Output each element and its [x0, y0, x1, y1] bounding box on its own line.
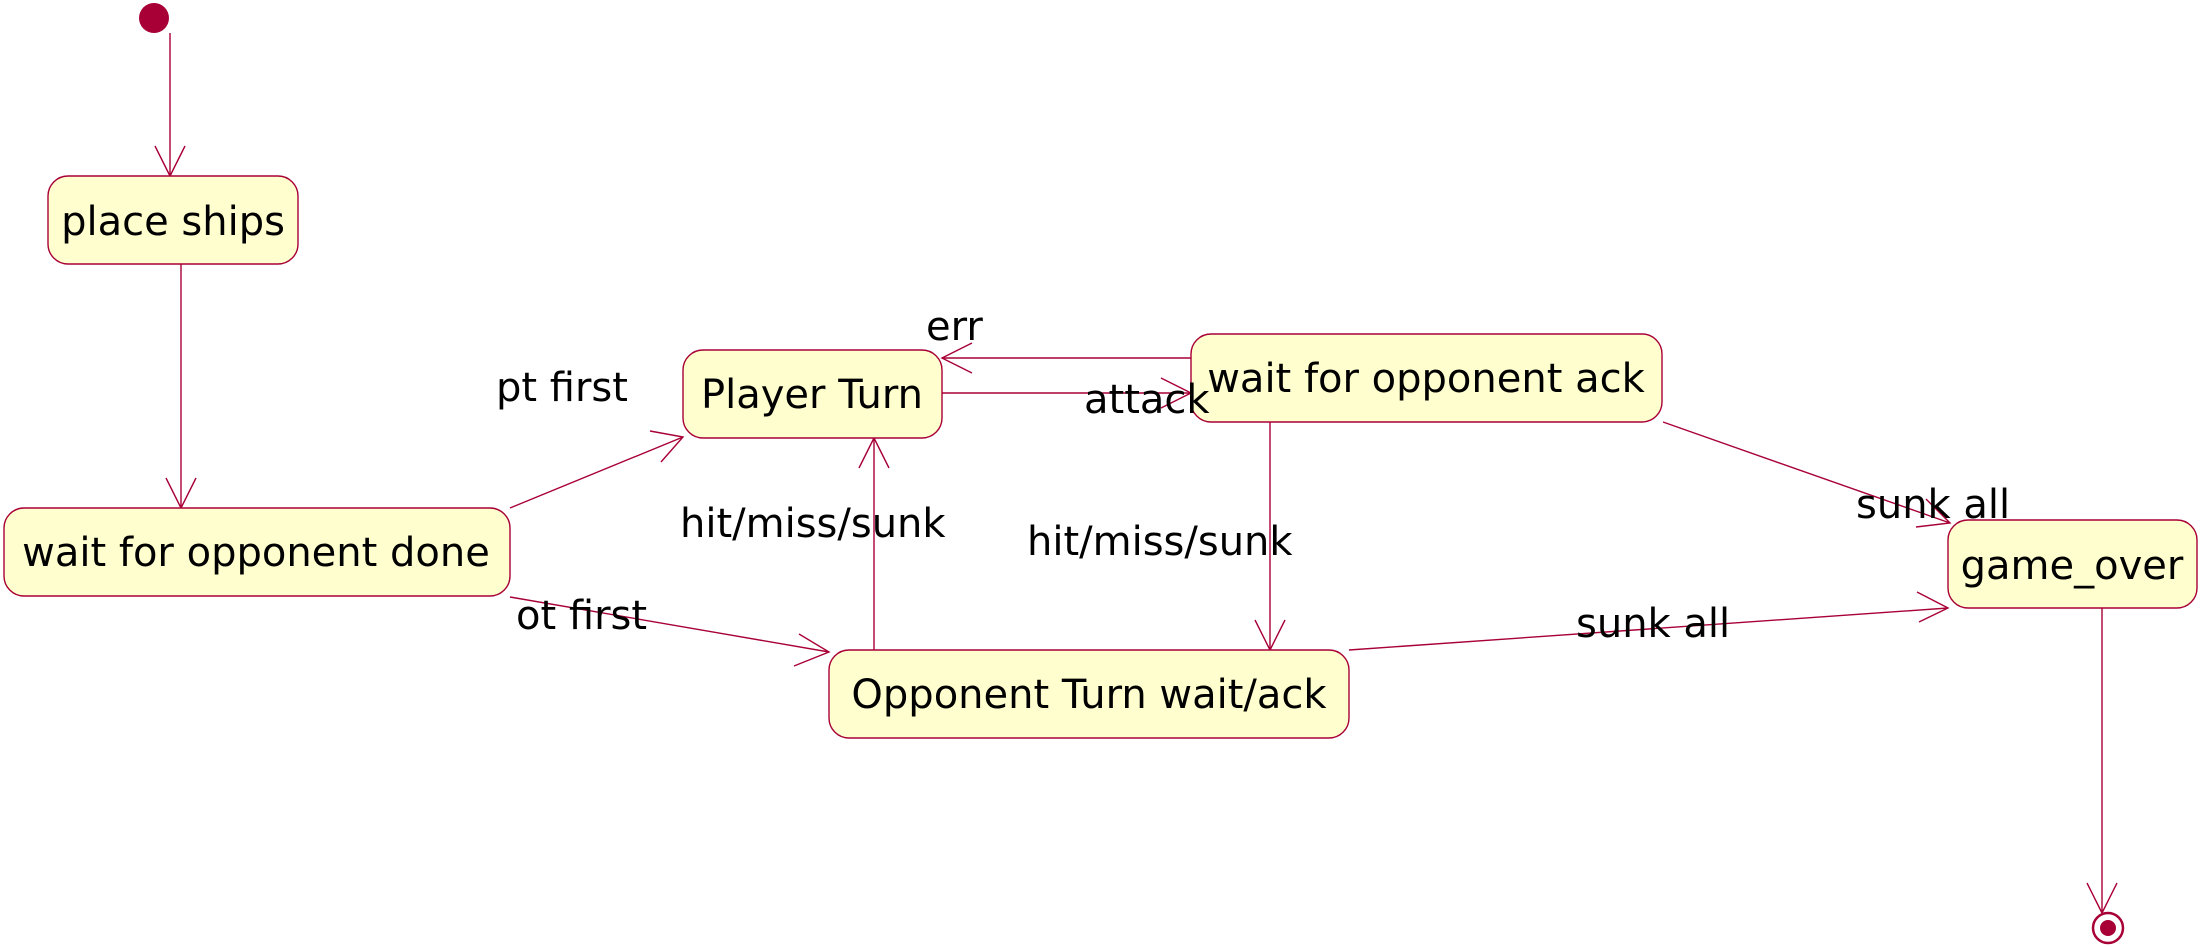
state-label-opponent-turn: Opponent Turn wait/ack	[851, 672, 1327, 718]
edge-label-err: err	[926, 304, 983, 350]
edge-place-ships-to-wait-done	[165, 264, 197, 510]
edge-label-hit-miss-sunk-to-opponent: hit/miss/sunk	[1027, 519, 1293, 565]
state-label-game-over: game_over	[1961, 543, 2184, 589]
edge-label-hit-miss-sunk-to-player: hit/miss/sunk	[680, 501, 946, 547]
final-state-marker	[2091, 911, 2125, 945]
state-opponent-turn: Opponent Turn wait/ack	[828, 649, 1350, 739]
edge-label-pt-first: pt first	[496, 365, 628, 411]
edge-label-attack: attack	[1084, 377, 1210, 423]
edge-opponent-turn-to-game-over	[1348, 591, 1950, 651]
edge-wait-ack-to-game-over	[1662, 421, 1952, 528]
state-label-wait-for-opponent-done: wait for opponent done	[22, 530, 490, 576]
edge-label-sunk-all-from-ack: sunk all	[1856, 482, 2010, 528]
edge-wait-done-to-player-turn	[509, 430, 685, 509]
edge-initial-to-place-ships	[154, 33, 186, 178]
edge-wait-ack-to-player-turn	[940, 342, 1191, 374]
state-wait-for-opponent-ack: wait for opponent ack	[1190, 333, 1663, 423]
edge-label-ot-first: ot first	[516, 593, 647, 639]
state-label-player-turn: Player Turn	[701, 372, 923, 418]
state-label-wait-for-opponent-ack: wait for opponent ack	[1207, 356, 1645, 402]
state-player-turn: Player Turn	[682, 349, 943, 439]
state-wait-for-opponent-done: wait for opponent done	[3, 507, 511, 597]
edge-wait-done-to-opponent-turn	[509, 596, 831, 667]
state-place-ships: place ships	[47, 175, 299, 265]
state-label-place-ships: place ships	[61, 199, 285, 245]
initial-state-marker	[139, 3, 169, 33]
edge-game-over-to-final	[2086, 607, 2118, 915]
edge-label-sunk-all-from-opponent: sunk all	[1576, 601, 1730, 647]
state-game-over: game_over	[1947, 519, 2198, 609]
